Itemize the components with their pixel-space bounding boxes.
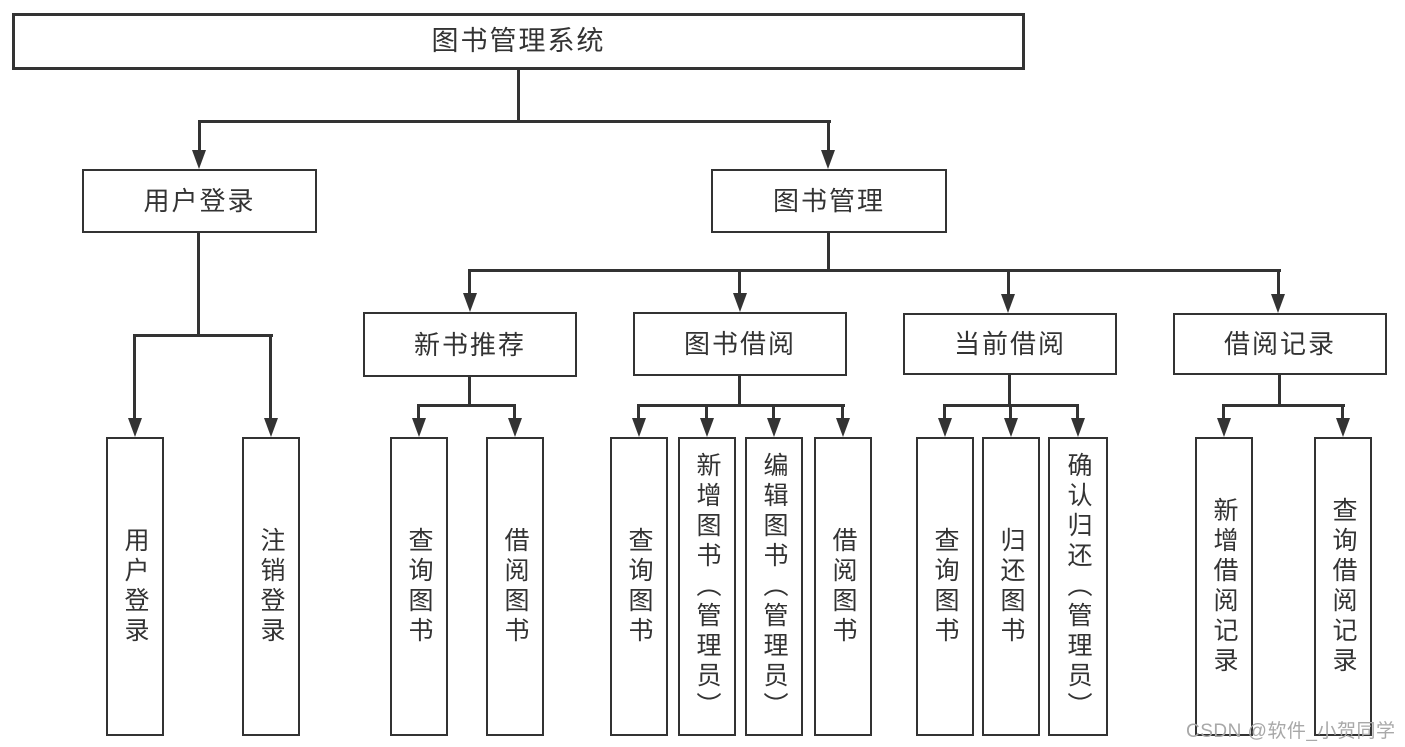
connector-line: [827, 120, 830, 151]
arrow-down-icon: [412, 418, 426, 437]
leaf-label: 查询图书: [625, 526, 653, 647]
connector-line: [197, 233, 200, 336]
connector-line: [134, 334, 273, 337]
connector-line: [417, 404, 516, 407]
leaf-label: 查询图书: [931, 526, 959, 647]
leaf-query-book-current: 查询图书: [916, 437, 974, 736]
arrow-down-icon: [767, 418, 781, 437]
arrow-down-icon: [1271, 294, 1285, 313]
arrow-down-icon: [1004, 418, 1018, 437]
connector-line: [738, 376, 741, 406]
leaf-user-login: 用户登录: [106, 437, 164, 736]
connector-line: [198, 120, 201, 151]
leaf-label: 编辑图书（管理员）: [760, 451, 788, 722]
arrow-down-icon: [1217, 418, 1231, 437]
leaf-borrow-book: 借阅图书: [814, 437, 872, 736]
node-user-login: 用户登录: [82, 169, 317, 233]
arrow-down-icon: [192, 150, 206, 169]
leaf-return-book: 归还图书: [982, 437, 1040, 736]
connector-line: [637, 404, 640, 419]
leaf-label: 查询借阅记录: [1329, 496, 1357, 677]
connector-line: [943, 404, 946, 419]
node-label: 用户登录: [143, 186, 256, 216]
arrow-down-icon: [264, 418, 278, 437]
arrow-down-icon: [1071, 418, 1085, 437]
node-label: 图书借阅: [683, 329, 796, 359]
connector-line: [1076, 404, 1079, 419]
connector-line: [1277, 269, 1280, 295]
connector-line: [827, 233, 830, 271]
node-current-borrowing: 当前借阅: [903, 313, 1117, 375]
connector-line: [1008, 375, 1011, 406]
connector-line: [1341, 404, 1344, 419]
connector-line: [513, 404, 516, 419]
arrow-down-icon: [733, 293, 747, 312]
leaf-label: 用户登录: [121, 526, 149, 647]
arrow-down-icon: [632, 418, 646, 437]
leaf-add-borrow-record: 新增借阅记录: [1195, 437, 1253, 736]
node-label: 图书管理: [772, 186, 885, 216]
arrow-down-icon: [700, 418, 714, 437]
csdn-watermark: CSDN @软件_小贺同学: [1186, 721, 1396, 742]
connector-line: [637, 404, 845, 407]
arrow-down-icon: [821, 150, 835, 169]
leaf-label: 确认归还（管理员）: [1064, 451, 1092, 722]
node-new-book-recommend: 新书推荐: [363, 312, 577, 377]
connector-line: [705, 404, 708, 419]
connector-line: [468, 377, 471, 406]
leaf-logout: 注销登录: [242, 437, 300, 736]
node-book-management: 图书管理: [711, 169, 947, 233]
leaf-label: 查询图书: [405, 526, 433, 647]
connector-line: [468, 269, 1281, 272]
connector-line: [1009, 404, 1012, 419]
arrow-down-icon: [836, 418, 850, 437]
leaf-label: 归还图书: [997, 526, 1025, 647]
arrow-down-icon: [128, 418, 142, 437]
node-borrowing-records: 借阅记录: [1173, 313, 1387, 375]
leaf-query-borrow-record: 查询借阅记录: [1314, 437, 1372, 736]
arrow-down-icon: [1336, 418, 1350, 437]
leaf-label: 借阅图书: [501, 526, 529, 647]
leaf-label: 新增借阅记录: [1210, 496, 1238, 677]
connector-line: [1222, 404, 1345, 407]
leaf-query-book-borrowing: 查询图书: [610, 437, 668, 736]
connector-line: [517, 68, 520, 122]
arrow-down-icon: [938, 418, 952, 437]
connector-line: [1278, 375, 1281, 406]
connector-line: [133, 334, 136, 419]
node-label: 当前借阅: [953, 329, 1066, 359]
arrow-down-icon: [1001, 294, 1015, 313]
leaf-confirm-return-admin: 确认归还（管理员）: [1048, 437, 1108, 736]
connector-line: [468, 269, 471, 294]
connector-line: [417, 404, 420, 419]
node-label: 借阅记录: [1223, 329, 1336, 359]
connector-line: [1222, 404, 1225, 419]
arrow-down-icon: [508, 418, 522, 437]
leaf-borrow-book-recommend: 借阅图书: [486, 437, 544, 736]
connector-line: [1007, 269, 1010, 295]
connector-line: [772, 404, 775, 419]
node-book-borrowing: 图书借阅: [633, 312, 847, 376]
leaf-query-book-recommend: 查询图书: [390, 437, 448, 736]
leaf-label: 注销登录: [257, 526, 285, 647]
leaf-label: 借阅图书: [829, 526, 857, 647]
connector-line: [841, 404, 844, 419]
arrow-down-icon: [463, 293, 477, 312]
leaf-add-book-admin: 新增图书（管理员）: [678, 437, 736, 736]
connector-line: [269, 334, 272, 419]
leaf-label: 新增图书（管理员）: [693, 451, 721, 722]
connector-line: [198, 120, 831, 123]
node-library-system: 图书管理系统: [12, 13, 1025, 70]
leaf-edit-book-admin: 编辑图书（管理员）: [745, 437, 803, 736]
connector-line: [738, 269, 741, 294]
node-label: 新书推荐: [413, 329, 526, 360]
node-label: 图书管理系统: [431, 26, 606, 56]
